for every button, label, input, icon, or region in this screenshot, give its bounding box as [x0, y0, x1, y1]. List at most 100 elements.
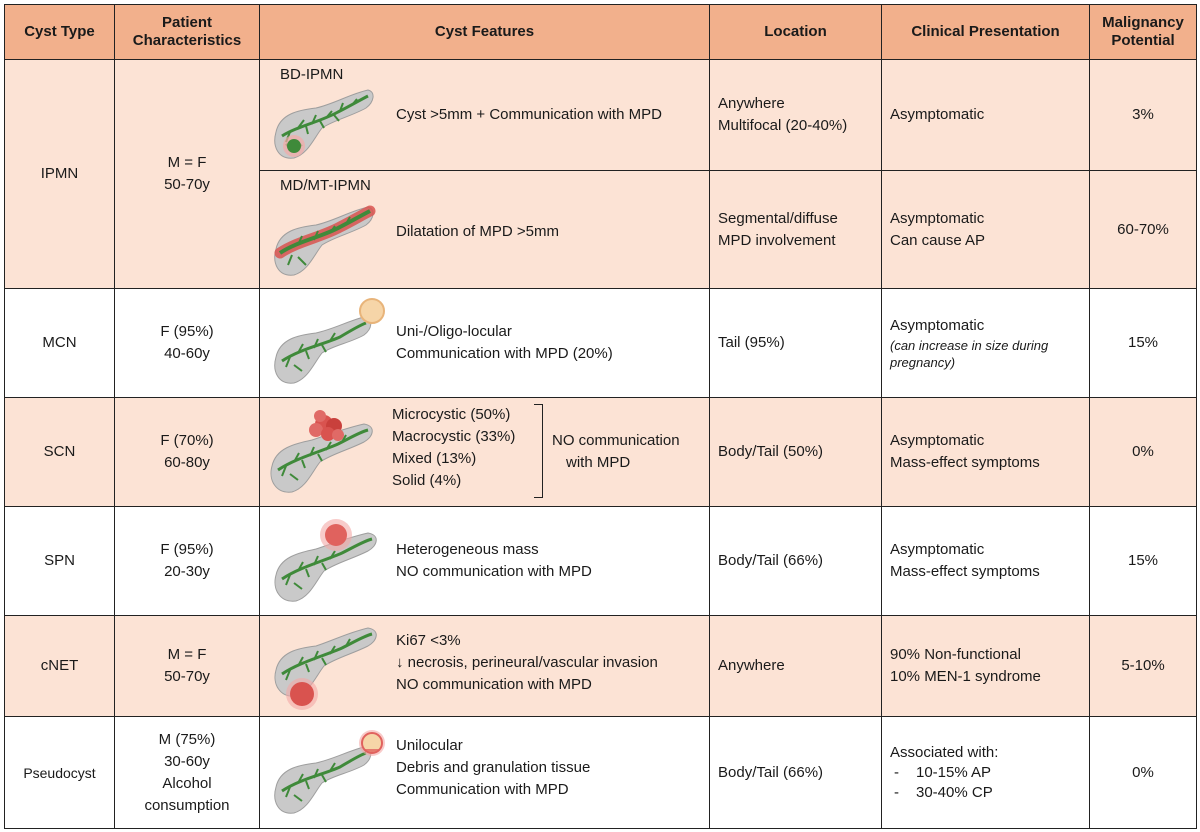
clinical-line: Asymptomatic [890, 106, 985, 123]
feature-lines: Unilocular Debris and granulation tissue… [396, 735, 590, 801]
patient-cell: F (95%) 20-30y [114, 506, 260, 616]
cyst-type-cell: MCN [4, 288, 115, 398]
feature-text: Ki67 <3% [396, 632, 461, 649]
location-cell: Body/Tail (66%) [709, 716, 882, 829]
bracket [534, 404, 543, 498]
location-line: Tail (95%) [718, 334, 785, 351]
subtype-label-md: MD/MT-IPMN [280, 177, 371, 194]
patient-line: M = F [167, 154, 207, 171]
clinical-cell: Asymptomatic [881, 59, 1090, 171]
cyst-type-cell: IPMN [4, 59, 115, 289]
location-cell: Body/Tail (50%) [709, 397, 882, 507]
patient-cell: F (70%) 60-80y [114, 397, 260, 507]
feature-text: Uni-/Oligo-locular [396, 323, 512, 340]
patient-line: F (70%) [160, 432, 214, 449]
location-line: Segmental/diffuse [718, 209, 838, 227]
list-item-text: 10-15% AP [916, 763, 992, 781]
list-dash: - [894, 763, 899, 781]
clinical-note: (can increase in size during pregnancy) [890, 338, 1049, 370]
patient-line: 50-70y [164, 668, 210, 685]
clinical-cell: 90% Non-functional 10% MEN-1 syndrome [881, 615, 1090, 717]
malignancy-cell: 0% [1089, 397, 1197, 507]
header-location: Location [709, 4, 882, 60]
feature-text: NO communication with MPD [396, 676, 592, 693]
bracket-note-line: NO communication [552, 432, 680, 449]
feature-text: Dilatation of MPD >5mm [396, 223, 559, 240]
feature-text: Microcystic (50%) [392, 406, 511, 423]
clinical-line: Asymptomatic [890, 209, 985, 227]
patient-line: F (95%) [160, 323, 214, 340]
location-line: Body/Tail (66%) [718, 763, 824, 781]
patient-cell: M (75%) 30-60y Alcohol consumption [114, 716, 260, 829]
subtype-label-bd: BD-IPMN [280, 66, 344, 83]
patient-cell: M = F 50-70y [114, 59, 260, 289]
features-cell: Unilocular Debris and granulation tissue… [259, 716, 710, 829]
patient-line: M = F [167, 646, 207, 663]
location-cell: Anywhere [709, 615, 882, 717]
clinical-line: Mass-effect symptoms [890, 454, 1040, 471]
location-cell: Anywhere Multifocal (20-40%) [709, 59, 882, 171]
location-line: Anywhere [718, 95, 785, 112]
malignancy-cell: 0% [1089, 716, 1197, 829]
header-malignancy: Malignancy Potential [1089, 4, 1197, 60]
table-row: Pseudocyst M (75%) 30-60y Alcohol consum… [4, 716, 1197, 829]
clinical-line: 90% Non-functional [890, 646, 1021, 663]
table-row: cNET M = F 50-70y Ki67 <3% ↓ necrosis, p… [4, 615, 1197, 717]
features-cell: Uni-/Oligo-locular Communication with MP… [259, 288, 710, 398]
clinical-line: Asymptomatic [890, 317, 985, 334]
list-item-text: 30-40% CP [916, 783, 993, 801]
clinical-cell: Associated with: -10-15% AP -30-40% CP [881, 716, 1090, 829]
list-item: -30-40% CP [890, 783, 1089, 803]
feature-text: Macrocystic (33%) [392, 428, 516, 445]
cyst-type-cell: SPN [4, 506, 115, 616]
patient-line: 60-80y [164, 454, 210, 471]
malignancy-cell: 15% [1089, 506, 1197, 616]
clinical-line: Mass-effect symptoms [890, 563, 1040, 580]
table-row: IPMN M = F 50-70y BD-IPMN Cyst >5mm + Co… [4, 59, 1197, 289]
patient-line: consumption [144, 796, 230, 814]
bracket-note: NO communication with MPD [552, 430, 680, 474]
features-cell: Microcystic (50%) Macrocystic (33%) Mixe… [259, 397, 710, 507]
feature-text: NO communication with MPD [396, 563, 592, 580]
header-features: Cyst Features [259, 4, 710, 60]
clinical-line: 10% MEN-1 syndrome [890, 668, 1041, 685]
feature-text: Unilocular [396, 737, 463, 754]
header-cyst-type: Cyst Type [4, 4, 115, 60]
location-line: MPD involvement [718, 231, 836, 249]
patient-line: 20-30y [164, 563, 210, 580]
patient-line: 30-60y [164, 752, 210, 770]
pancreas-pseudocyst-icon [274, 730, 385, 814]
pancreas-bd-icon [274, 89, 374, 159]
header-patient: Patient Characteristics [114, 4, 260, 60]
header-row: Cyst Type Patient Characteristics Cyst F… [4, 4, 1197, 60]
clinical-cell: Asymptomatic Can cause AP [881, 170, 1090, 289]
header-clinical: Clinical Presentation [881, 4, 1090, 60]
pancreas-scn-icon [270, 410, 373, 493]
list-item: -10-15% AP [890, 763, 1089, 783]
cyst-type-cell: cNET [4, 615, 115, 717]
feature-text: ↓ necrosis, perineural/vascular invasion [396, 654, 658, 671]
location-line: Body/Tail (66%) [718, 552, 824, 569]
clinical-header: Associated with: [890, 743, 999, 761]
feature-text: Heterogeneous mass [396, 541, 539, 558]
pancreas-cnet-icon [274, 627, 377, 710]
cyst-comparison-table: Cyst Type Patient Characteristics Cyst F… [4, 4, 1197, 829]
feature-text: Cyst >5mm + Communication with MPD [396, 106, 662, 123]
clinical-cell: Asymptomatic (can increase in size durin… [881, 288, 1090, 398]
list-dash: - [894, 783, 899, 801]
patient-line: Alcohol [162, 774, 212, 792]
bracket-note-line: with MPD [566, 454, 631, 471]
feature-text: Debris and granulation tissue [396, 759, 591, 776]
location-cell: Segmental/diffuse MPD involvement [709, 170, 882, 289]
patient-cell: F (95%) 40-60y [114, 288, 260, 398]
patient-line: F (95%) [160, 541, 214, 558]
feature-text: Solid (4%) [392, 472, 462, 489]
pancreas-spn-icon [274, 519, 377, 602]
pancreas-mcn-icon [274, 298, 385, 384]
clinical-cell: Asymptomatic Mass-effect symptoms [881, 506, 1090, 616]
clinical-cell: Asymptomatic Mass-effect symptoms [881, 397, 1090, 507]
location-line: Anywhere [718, 657, 785, 674]
feature-lines: Uni-/Oligo-locular Communication with MP… [396, 321, 613, 365]
feature-lines: Cyst >5mm + Communication with MPD [396, 104, 662, 126]
features-cell: BD-IPMN Cyst >5mm + Communication with M… [259, 59, 710, 171]
